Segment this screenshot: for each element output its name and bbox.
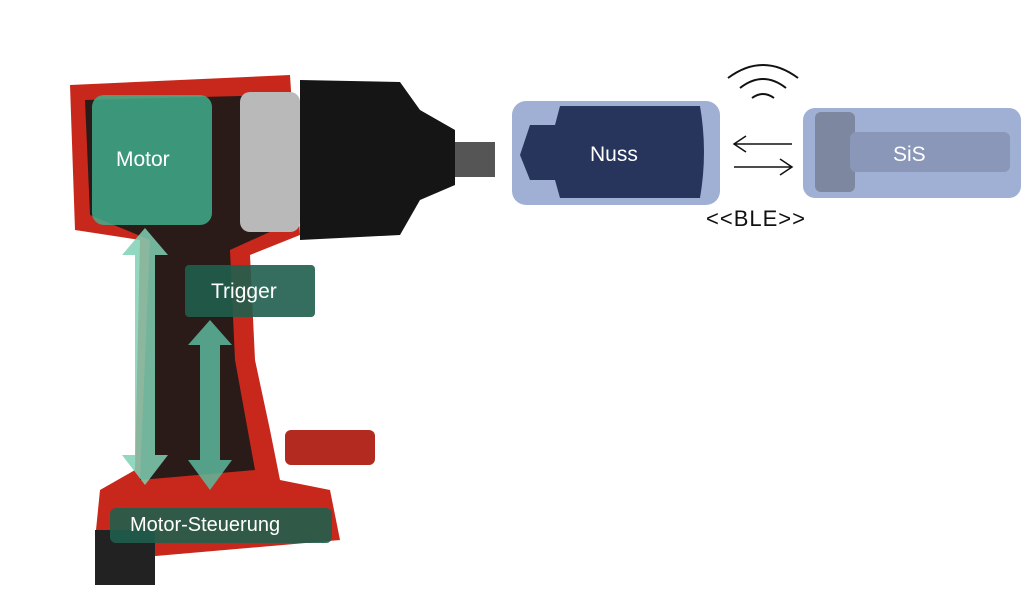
sensor-bolt-label: SiS	[893, 143, 926, 166]
double-arrow-trigger-control	[188, 320, 232, 490]
motor-control-label: Motor-Steuerung	[130, 514, 281, 536]
bidirectional-arrows	[732, 135, 794, 176]
wireless-signal-icon	[727, 64, 799, 99]
double-arrow-motor-control	[122, 228, 168, 485]
ble-protocol-label: <<BLE>>	[706, 206, 806, 231]
socket-label: Nuss	[590, 143, 638, 166]
socket-illustration	[512, 101, 720, 205]
motor-control-highlight	[110, 508, 332, 543]
trigger-label: Trigger	[211, 280, 277, 303]
trigger-highlight	[185, 265, 315, 317]
sensor-bolt-illustration	[803, 108, 1021, 198]
motor-label: Motor	[116, 148, 170, 171]
